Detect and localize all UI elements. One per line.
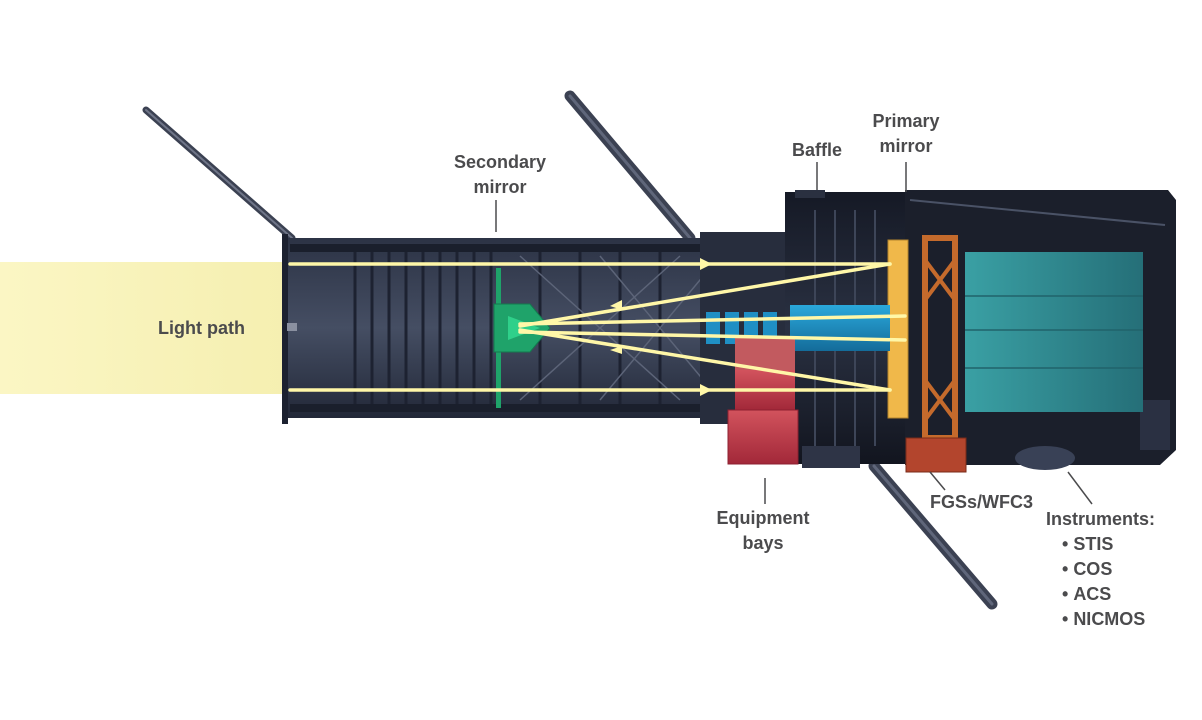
equipment-bays-label-line-2: bays bbox=[742, 533, 784, 553]
leader-lines bbox=[495, 162, 1093, 505]
primary-mirror-label-line-1: Primary bbox=[872, 111, 940, 131]
instrument-item-cos: COS bbox=[1073, 559, 1113, 579]
instrument-item-acs: ACS bbox=[1073, 584, 1112, 604]
instrument-item: ACS bbox=[1062, 582, 1155, 607]
instrument-pod bbox=[1015, 446, 1075, 470]
instrument-item: COS bbox=[1062, 557, 1155, 582]
primary-mirror-label-line-2: mirror bbox=[879, 136, 933, 156]
instruments-list: STIS COS ACS NICMOS bbox=[1046, 532, 1155, 632]
instrument-item-stis: STIS bbox=[1073, 534, 1114, 554]
secondary-mirror-label-line-1: Secondary bbox=[453, 152, 547, 172]
solar-array-arms bbox=[142, 90, 998, 610]
incoming-light-beam bbox=[0, 262, 290, 394]
fgs-wfc3-label: FGSs/WFC3 bbox=[930, 492, 1034, 512]
fgs-box-shape bbox=[905, 437, 967, 473]
secondary-mirror-label-line-2: mirror bbox=[473, 177, 527, 197]
instrument-item-nicmos: NICMOS bbox=[1073, 609, 1146, 629]
instruments-title: Instruments: bbox=[1046, 509, 1156, 529]
light-ray-paths bbox=[288, 262, 907, 392]
primary-mirror-label: Primary mirror bbox=[866, 109, 946, 159]
secondary-mirror-label: Secondary mirror bbox=[450, 150, 550, 200]
blue-instrument-cylinder bbox=[790, 305, 890, 351]
instrument-item: STIS bbox=[1062, 532, 1155, 557]
light-path-label: Light path bbox=[158, 318, 245, 338]
baffle-label: Baffle bbox=[792, 140, 843, 160]
instruments-label: Instruments: STIS COS ACS NICMOS bbox=[1046, 507, 1155, 632]
secondary-mirror-shape bbox=[493, 268, 551, 408]
instrument-item: NICMOS bbox=[1062, 607, 1155, 632]
light-ray-arrows bbox=[610, 258, 712, 396]
equipment-bays-label: Equipment bays bbox=[708, 506, 818, 556]
instruments-module bbox=[965, 252, 1143, 412]
equipment-bays-label-line-1: Equipment bbox=[716, 508, 810, 528]
